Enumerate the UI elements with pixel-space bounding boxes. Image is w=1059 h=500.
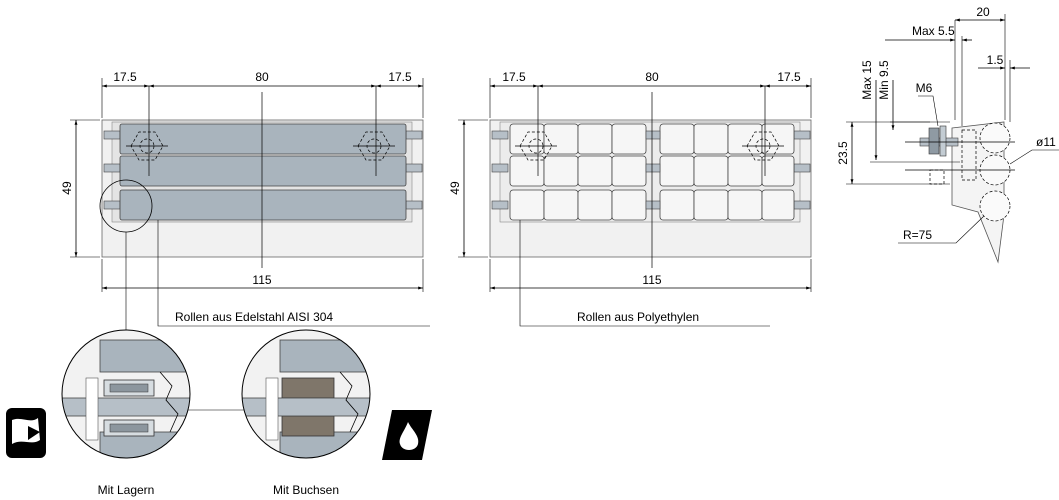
material-label: Rollen aus Edelstahl AISI 304 [175, 310, 333, 324]
dim-height-label: 49 [60, 181, 74, 195]
dim-mid-label: 80 [255, 70, 269, 84]
dim-235-label: 23.5 [836, 141, 850, 165]
dim-max15-label: Max 15 [860, 60, 874, 100]
dim-15-label: 1.5 [987, 53, 1004, 67]
roller-2 [119, 155, 407, 187]
roller-3 [119, 189, 407, 221]
dim-right-label: 17.5 [388, 70, 412, 84]
detail-label-bushings: Mit Buchsen [273, 483, 339, 497]
dim-dia-label: ø11 [1036, 135, 1056, 149]
axle-end [405, 163, 423, 173]
axle-end [405, 130, 423, 140]
wet-environment-icon [382, 410, 432, 460]
detail-bearings: Mit Lagern [61, 329, 191, 497]
dim-20-label: 20 [976, 5, 990, 19]
dim-min95-label: Min 9.5 [877, 60, 891, 100]
detail-label-bearings: Mit Lagern [98, 483, 155, 497]
dim-total-label: 115 [642, 273, 661, 287]
dry-environment-icon [6, 408, 46, 458]
dim-height-label: 49 [448, 181, 462, 195]
view-pe-rollers: 17.5 80 17.5 49 115 Rollen aus Polyethyl… [448, 70, 812, 327]
detail-bushings: Mit Buchsen [241, 329, 371, 497]
axle-end [103, 163, 121, 173]
dim-mid-label: 80 [645, 70, 659, 84]
dim-left-label: 17.5 [113, 70, 137, 84]
dim-left-label: 17.5 [502, 70, 526, 84]
axle-end [103, 200, 121, 210]
dim-total-label: 115 [252, 273, 271, 287]
view-steel-rollers: 17.5 80 17.5 49 115 Rollen aus Edelstahl… [60, 70, 430, 330]
dim-max55-label: Max 5.5 [912, 24, 955, 38]
roller-1 [119, 123, 407, 155]
material-label: Rollen aus Polyethylen [577, 310, 699, 324]
axle-end [103, 130, 121, 140]
dim-right-label: 17.5 [777, 70, 801, 84]
view-side-profile: 20 Max 5.5 1.5 Max 15 Min 9.5 M6 23.5 ø1… [836, 5, 1059, 264]
axle-end [405, 200, 423, 210]
dim-r-label: R=75 [903, 228, 932, 242]
dim-m6-label: M6 [916, 81, 933, 95]
